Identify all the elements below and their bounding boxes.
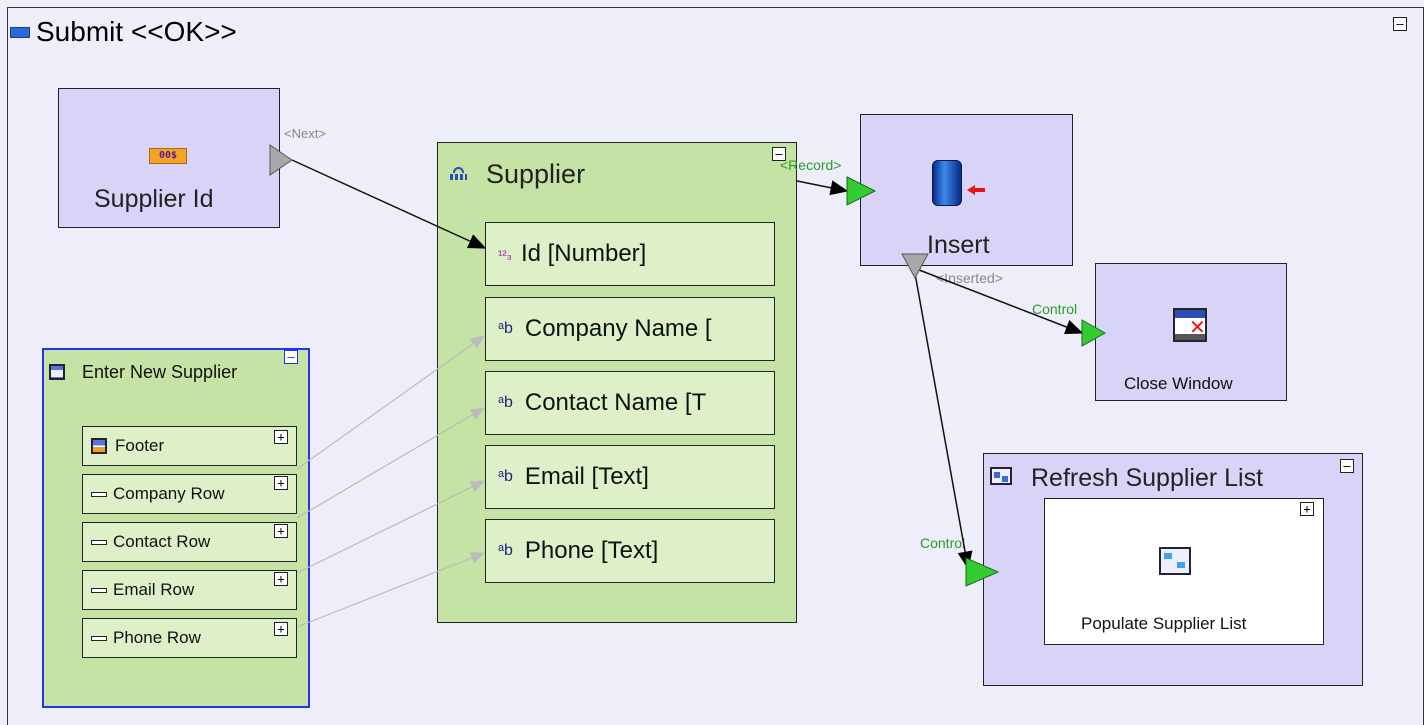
text-type-icon: ᵃb <box>498 394 513 411</box>
footer-icon <box>91 438 107 454</box>
text-type-icon: ᵃb <box>498 542 513 559</box>
inserted-close-connector[interactable] <box>913 267 1084 335</box>
refresh-control-port-label: Control <box>920 535 966 551</box>
close-window-node[interactable]: ✕ Close Window <box>1095 263 1287 401</box>
window-icon <box>49 364 65 380</box>
refresh-collapse-button[interactable]: – <box>1340 459 1354 473</box>
record-port[interactable] <box>846 176 877 206</box>
inserted-port[interactable] <box>901 253 929 280</box>
company-row[interactable]: Company Row <box>82 474 297 514</box>
phone-row-expand-button[interactable]: + <box>274 622 288 636</box>
contact-row[interactable]: Contact Row <box>82 522 297 562</box>
table-icon <box>450 167 467 181</box>
email-row[interactable]: Email Row <box>82 570 297 610</box>
row-label: Phone Row <box>113 628 201 647</box>
insert-node[interactable]: Insert <box>860 114 1073 266</box>
arrow-left-icon <box>967 185 975 195</box>
refresh-group-icon <box>990 467 1012 485</box>
field-label: Id [Number] <box>520 240 647 267</box>
supplier-field-id[interactable]: ¹²₃ Id [Number] <box>485 222 775 286</box>
diagram-title-text: Submit <<OK>> <box>36 16 237 47</box>
supplier-id-node[interactable]: 00$ Supplier Id <box>58 88 280 228</box>
record-port-label: <Record> <box>780 157 842 173</box>
company-row-expand-button[interactable]: + <box>274 476 288 490</box>
supplier-field-company-name[interactable]: ᵃb Company Name [ <box>485 297 775 361</box>
enter-new-supplier-title: Enter New Supplier <box>82 362 238 382</box>
inserted-refresh-connector[interactable] <box>913 267 973 570</box>
control-port-label: Control <box>1032 301 1078 317</box>
field-label: Contact Name [T <box>524 389 707 416</box>
contact-row-expand-button[interactable]: + <box>274 524 288 538</box>
field-label: Phone [Text] <box>524 537 659 564</box>
row-icon <box>91 635 107 641</box>
text-type-icon: ᵃb <box>498 468 513 485</box>
row-icon <box>91 539 107 545</box>
company-binding-connector <box>296 335 485 470</box>
supplier-field-contact-name[interactable]: ᵃb Contact Name [T <box>485 371 775 435</box>
row-label: Company Row <box>113 484 225 503</box>
next-port[interactable] <box>269 144 293 176</box>
database-insert-icon <box>932 160 962 206</box>
close-window-label: Close Window <box>1124 374 1233 393</box>
row-label: Email Row <box>113 580 195 599</box>
inserted-port-label: <Inserted> <box>936 270 1003 286</box>
button-icon <box>10 26 30 38</box>
supplier-collapse-button[interactable]: – <box>772 147 786 161</box>
refresh-control-port[interactable] <box>965 557 1000 587</box>
close-window-icon: ✕ <box>1173 308 1207 342</box>
populate-expand-button[interactable]: + <box>1300 502 1314 516</box>
text-type-icon: ᵃb <box>498 320 513 337</box>
record-connector[interactable] <box>796 180 849 196</box>
supplier-field-email[interactable]: ᵃb Email [Text] <box>485 445 775 509</box>
refresh-supplier-list-node[interactable]: Refresh Supplier List Populate Supplier … <box>983 453 1363 686</box>
close-control-port[interactable] <box>1081 319 1107 347</box>
diagram-title: Submit <<OK>> <box>10 16 237 48</box>
email-row-expand-button[interactable]: + <box>274 572 288 586</box>
number-type-icon: ¹²₃ <box>498 246 512 262</box>
enter-new-supplier-collapse-button[interactable]: – <box>284 350 298 364</box>
field-label: Company Name [ <box>524 315 712 342</box>
footer-row[interactable]: Footer <box>82 426 297 466</box>
row-icon <box>91 587 107 593</box>
populate-supplier-list-node[interactable]: Populate Supplier List <box>1044 498 1324 645</box>
row-label: Contact Row <box>113 532 211 551</box>
supplier-field-phone[interactable]: ᵃb Phone [Text] <box>485 519 775 583</box>
email-binding-connector <box>296 480 486 574</box>
refresh-title: Refresh Supplier List <box>1031 464 1264 492</box>
field-icon: 00$ <box>149 148 187 164</box>
row-label: Footer <box>115 436 165 455</box>
phone-binding-connector <box>296 552 486 628</box>
footer-expand-button[interactable]: + <box>274 430 288 444</box>
phone-row[interactable]: Phone Row <box>82 618 297 658</box>
subprocess-icon <box>1159 547 1191 575</box>
insert-label: Insert <box>927 231 990 259</box>
next-port-label: <Next> <box>284 126 326 141</box>
contact-binding-connector <box>296 407 486 519</box>
supplier-id-label: Supplier Id <box>94 185 214 213</box>
next-connector[interactable] <box>291 159 487 249</box>
frame-collapse-button[interactable]: – <box>1393 17 1407 31</box>
populate-supplier-list-label: Populate Supplier List <box>1081 614 1247 633</box>
field-label: Email [Text] <box>524 463 649 490</box>
row-icon <box>91 491 107 497</box>
supplier-title: Supplier <box>486 159 586 189</box>
